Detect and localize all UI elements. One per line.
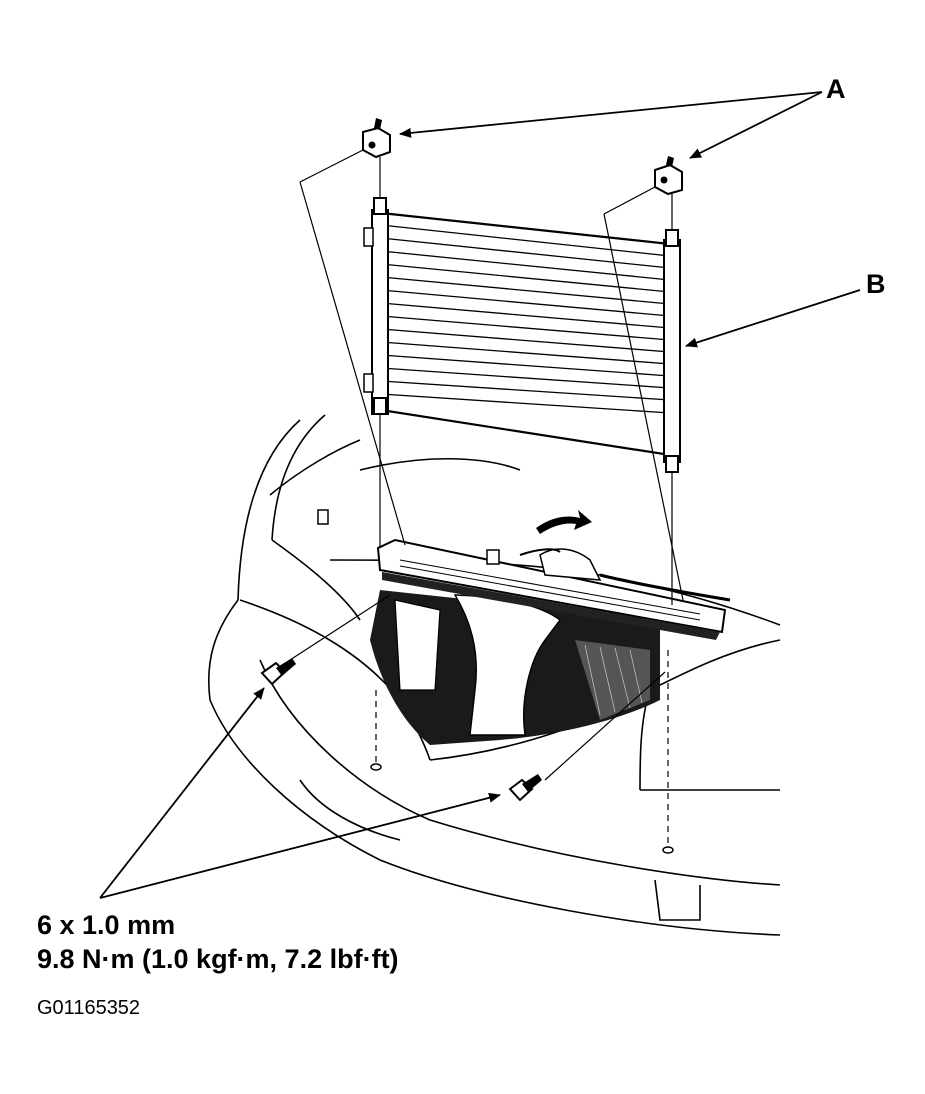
right-tank [663,239,681,463]
rotation-arrow [536,510,592,534]
bolt-right [508,774,542,802]
engine-bay [370,590,660,745]
bolt-left [260,658,296,686]
condenser [363,197,681,473]
bolt-hole-lines [375,650,669,845]
bolt-holes [370,763,674,854]
figure-id: G01165352 [37,997,141,1019]
radiator-support [317,509,731,640]
callout-label-b: B [866,269,886,299]
bolt-size-spec: 6 x 1.0 mm [37,910,176,940]
bracket-right [654,156,683,196]
bolt-torque-spec: 9.8 N·m (1.0 kgf·m, 7.2 lbf·ft) [37,944,399,974]
callout-a-leaders [399,91,823,159]
assembly-lines [289,149,684,781]
bracket-left [362,118,391,159]
bolt-spec-leaders [99,687,501,899]
callout-label-a: A [826,74,846,104]
callout-b-leader [685,289,861,348]
condenser-fins [380,224,671,414]
left-tank [371,209,389,415]
